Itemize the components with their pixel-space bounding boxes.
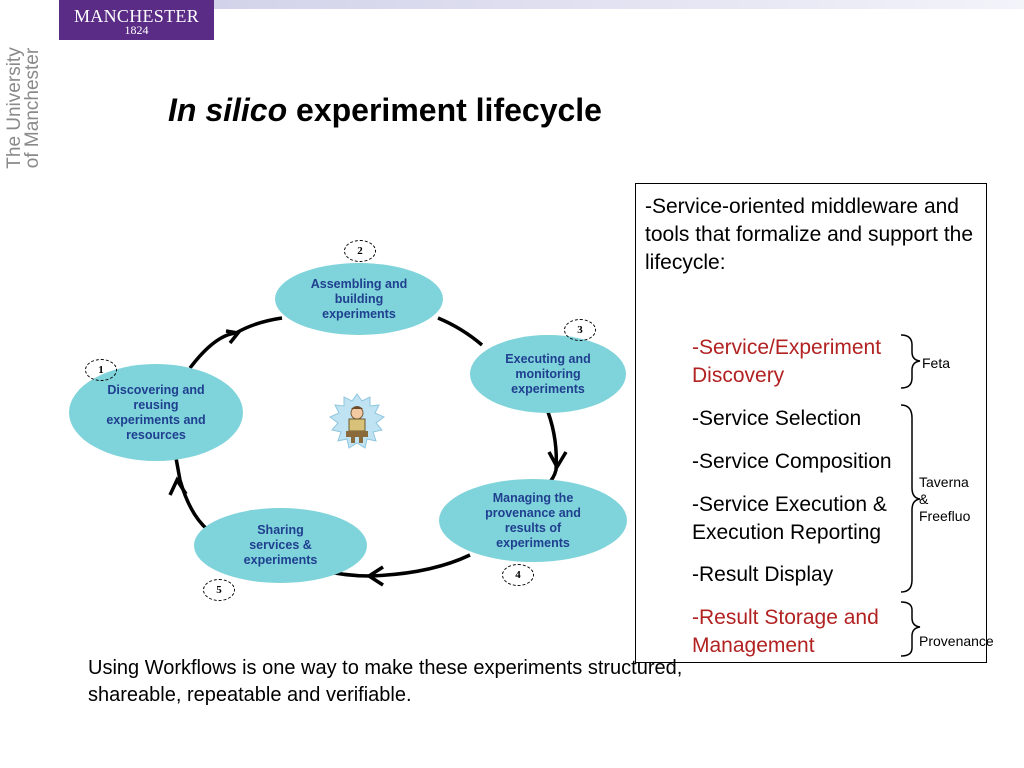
step-number-3: 3 bbox=[564, 319, 596, 341]
panel-item-discovery: -Service/Experiment Discovery bbox=[692, 334, 881, 390]
arrow-head-4 bbox=[365, 565, 384, 587]
step-number-4: 4 bbox=[502, 564, 534, 586]
title-rest: experiment lifecycle bbox=[287, 92, 602, 128]
step-ellipse-5: Sharing services & experiments bbox=[194, 508, 367, 583]
logo-year: 1824 bbox=[124, 23, 149, 37]
bracket-provenance bbox=[900, 601, 921, 657]
panel-item-selection: -Service Selection bbox=[692, 407, 862, 430]
arrow-head-5 bbox=[168, 476, 188, 496]
top-bar bbox=[214, 0, 1024, 9]
step-4-line: experiments bbox=[496, 535, 570, 550]
step-5-line: Sharing bbox=[257, 523, 304, 537]
step-5-line: services & bbox=[249, 538, 312, 552]
step-3-line: monitoring bbox=[515, 366, 581, 381]
bracket-label-taverna: Taverna & Freefluo bbox=[919, 474, 970, 525]
step-3-line: experiments bbox=[511, 381, 585, 396]
panel-item-line: Discovery bbox=[692, 364, 785, 387]
arrow-head-3 bbox=[547, 451, 568, 471]
bracket-feta bbox=[900, 334, 921, 389]
bracket-taverna bbox=[900, 404, 921, 593]
panel-intro: -Service-oriented middleware and tools t… bbox=[645, 195, 974, 274]
bracket-label-feta: Feta bbox=[922, 355, 951, 371]
step-number-5: 5 bbox=[203, 579, 235, 601]
panel-item-storage: -Result Storage and Management bbox=[692, 604, 879, 660]
arrow-head-1 bbox=[225, 329, 242, 345]
step-4-line: provenance and bbox=[485, 505, 581, 520]
step-1-line: reusing bbox=[133, 397, 179, 412]
step-2-line: experiments bbox=[322, 306, 396, 321]
panel-item-line: -Result Storage and bbox=[692, 606, 879, 629]
step-1-line: resources bbox=[126, 427, 186, 442]
step-1-line: experiments and bbox=[106, 412, 206, 427]
bottom-statement: Using Workflows is one way to make these… bbox=[88, 657, 683, 706]
bracket-label-provenance: Provenance bbox=[919, 633, 994, 649]
step-1-line: Discovering and bbox=[107, 382, 205, 397]
title-italic: In silico bbox=[168, 92, 288, 128]
step-number-1: 1 bbox=[85, 359, 117, 381]
panel-item-line: Management bbox=[692, 634, 815, 657]
panel-item-line: Execution Reporting bbox=[692, 521, 882, 544]
step-2-line: building bbox=[334, 291, 384, 306]
panel-item-display: -Result Display bbox=[692, 563, 834, 586]
middleware-panel bbox=[635, 183, 987, 663]
step-4-line: Managing the bbox=[492, 490, 574, 505]
bracket-label-line: Taverna bbox=[919, 474, 969, 490]
manchester-logo: MANCHESTER 1824 bbox=[59, 0, 214, 40]
panel-item-composition: -Service Composition bbox=[692, 450, 892, 473]
panel-item-line: -Service/Experiment bbox=[692, 336, 882, 359]
logo-name: MANCHESTER bbox=[73, 6, 199, 26]
bracket-label-line: Freefluo bbox=[919, 508, 971, 524]
step-3-line: Executing and bbox=[505, 351, 591, 366]
panel-item-line: -Service Execution & bbox=[692, 493, 887, 516]
step-5-line: experiments bbox=[243, 553, 318, 567]
step-4-line: results of bbox=[504, 520, 562, 535]
step-ellipse-4: Managing the provenance and results of e… bbox=[439, 479, 627, 562]
arrow-2-to-3 bbox=[437, 316, 484, 347]
step-ellipse-3: Executing and monitoring experiments bbox=[470, 335, 626, 413]
slide-title: In silico experiment lifecycle bbox=[168, 92, 602, 129]
step-ellipse-2: Assembling and building experiments bbox=[275, 263, 443, 335]
step-number-2: 2 bbox=[344, 240, 376, 262]
bracket-label-line: & bbox=[919, 491, 929, 507]
panel-item-execution: -Service Execution & Execution Reporting bbox=[692, 491, 887, 547]
step-2-line: Assembling and bbox=[310, 276, 408, 291]
scientist-icon bbox=[329, 393, 385, 449]
